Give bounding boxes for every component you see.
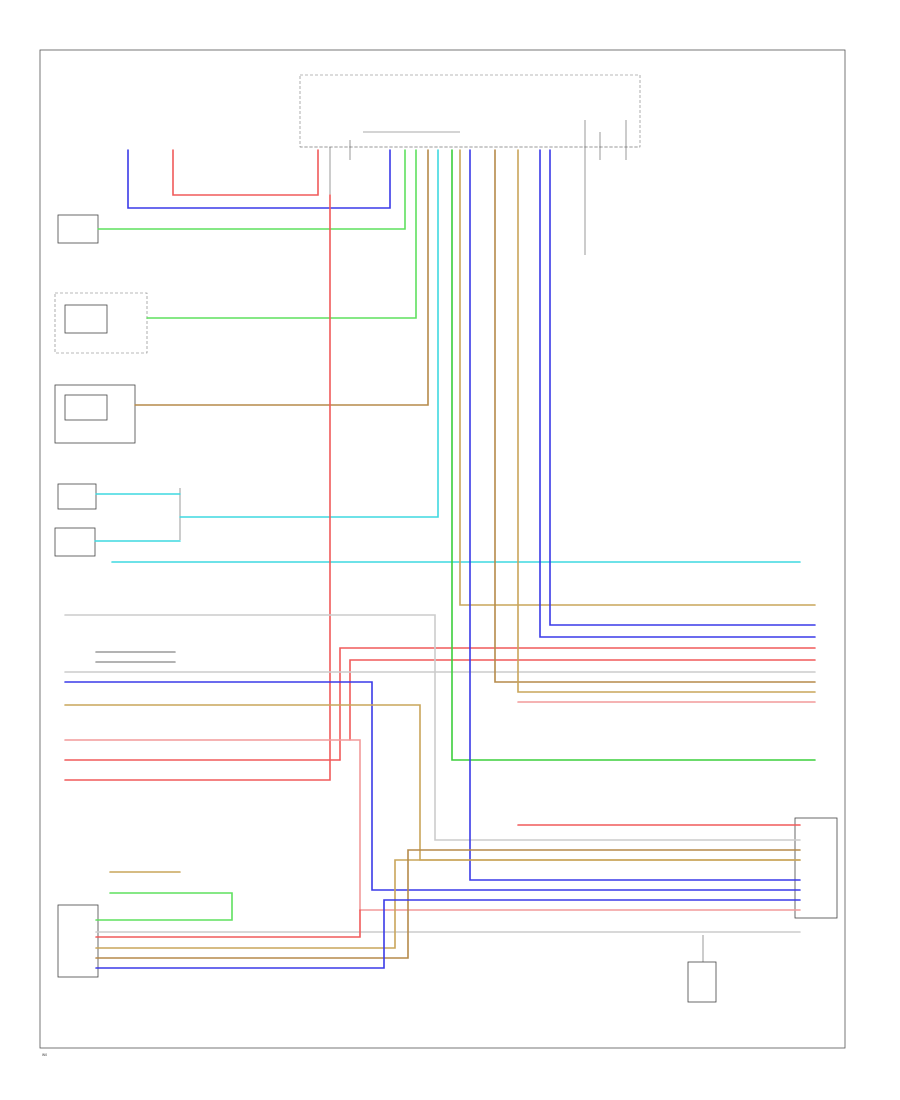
diagram-frame: [39, 49, 846, 1049]
wire-green-1: [451, 149, 816, 761]
wire-blue-top: [127, 149, 391, 209]
wire-gray-2: [64, 614, 801, 841]
wire-red-bottom: [95, 909, 361, 938]
left-unit-5-box: [54, 527, 96, 557]
wire-pink-2: [64, 739, 801, 911]
left-unit-2-box: [54, 292, 148, 354]
wire-red-top: [172, 149, 319, 196]
wire-lightgreen-2: [146, 149, 417, 319]
wire-blue-long: [64, 681, 801, 891]
wire-blue-bottom: [95, 899, 801, 969]
wire-red-right-1: [339, 647, 816, 761]
wire-blue-3: [469, 149, 801, 881]
left-unit-4-box: [57, 483, 97, 510]
left-unit-2-inner: [64, 304, 108, 334]
wire-brown-2: [494, 149, 816, 683]
wire-brown-bottom: [95, 849, 801, 959]
wire-tan-2: [517, 149, 816, 693]
top-module-box: [299, 74, 641, 148]
right-connector-box: [794, 817, 838, 919]
left-unit-3-inner: [64, 394, 108, 421]
left-unit-1-box: [57, 214, 99, 244]
wire-blue-right-1: [539, 149, 816, 638]
wires: [64, 149, 816, 969]
footer-label: W0: [42, 1053, 47, 1057]
wire-tan-bottom: [95, 859, 801, 949]
wire-lightgreen-bottom: [95, 892, 233, 921]
bottom-right-sensor-box: [687, 961, 717, 1003]
left-unit-3-box: [54, 384, 136, 444]
wire-blue-right-2: [549, 149, 816, 626]
wire-brown-1: [134, 149, 429, 406]
wire-red-right-2: [349, 659, 816, 741]
wire-red-long: [64, 194, 331, 781]
wire-tan-long: [64, 704, 801, 861]
wire-cyan-1: [179, 149, 439, 518]
bottom-left-unit-box: [57, 904, 99, 978]
wire-tan-1: [459, 149, 816, 606]
top-stubs: [179, 120, 704, 962]
wire-lightgreen-1: [97, 149, 406, 230]
